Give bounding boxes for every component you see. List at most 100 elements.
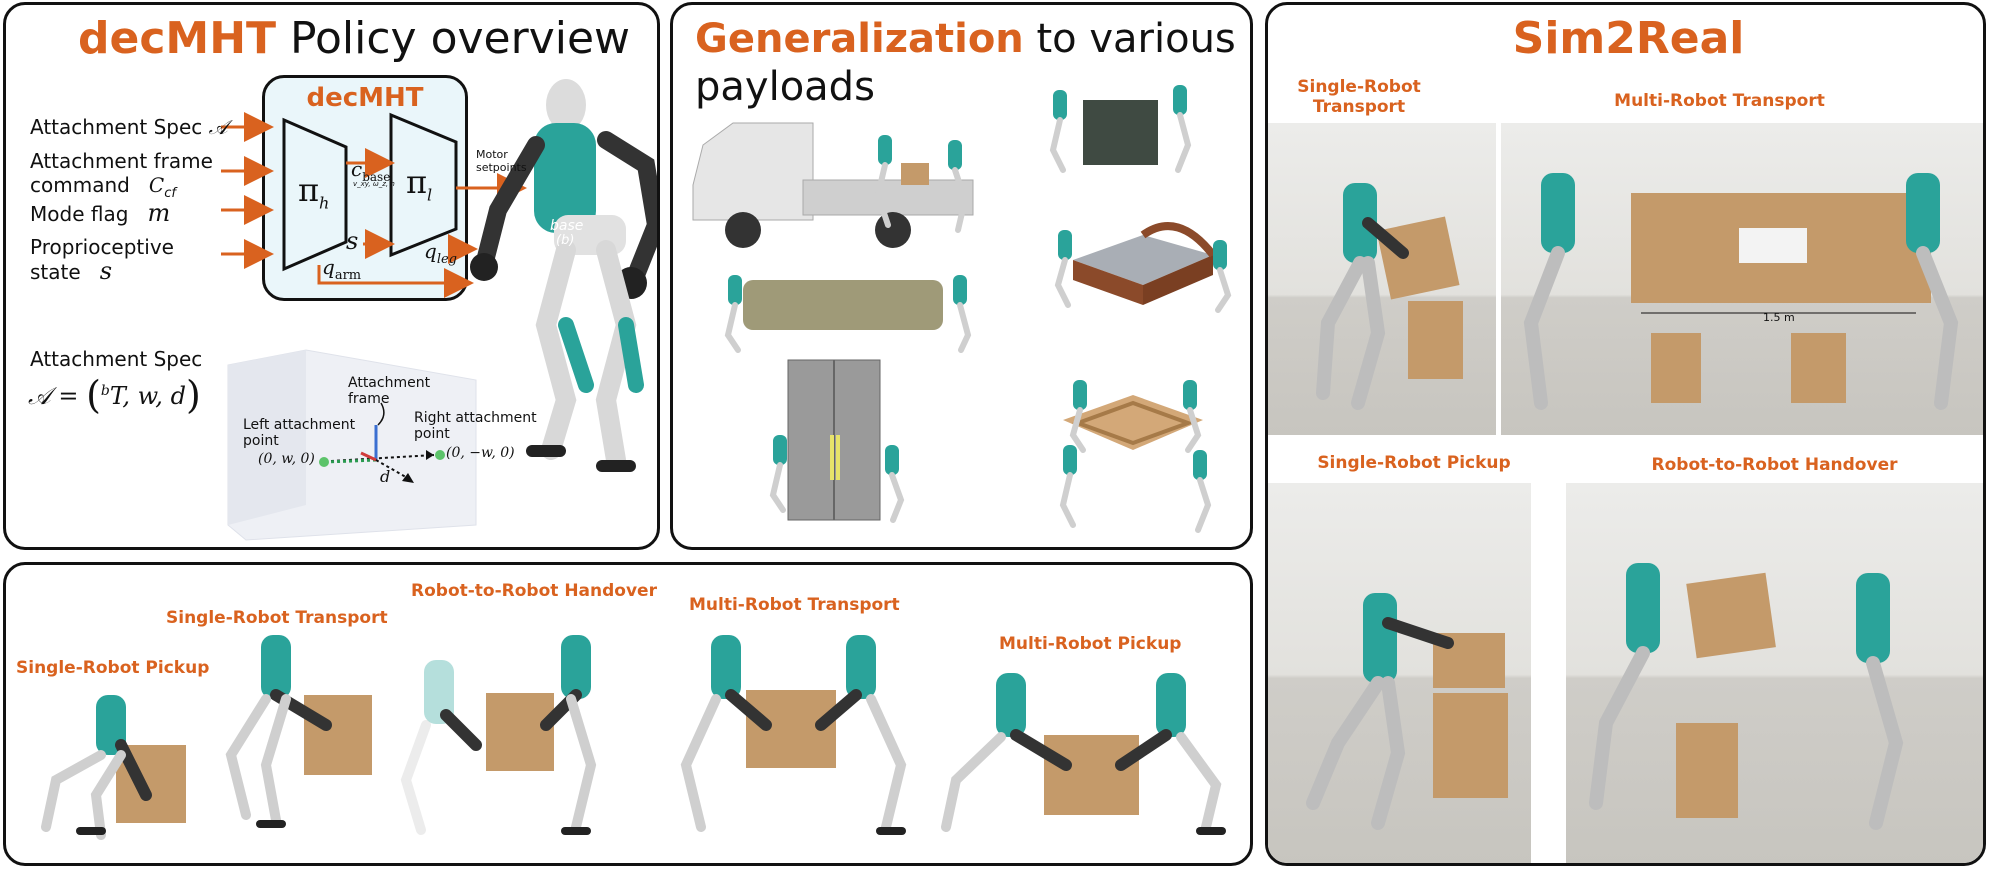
task-robot-feet bbox=[76, 820, 1226, 835]
task-boxes bbox=[116, 690, 1139, 823]
input-attachment-spec-sym: 𝒜 bbox=[208, 115, 228, 139]
spec-label: Attachment Spec bbox=[30, 347, 203, 371]
task-label-mrp: Multi-Robot Pickup bbox=[999, 634, 1182, 654]
decmht-box-title: decMHT bbox=[306, 83, 424, 113]
input-cf-sub: cf bbox=[164, 186, 176, 201]
spec-eq-inner: T, w, d bbox=[109, 382, 186, 410]
generalization-title-accent: Generalization bbox=[695, 16, 1024, 62]
attach-frame-label-2: frame bbox=[348, 391, 390, 407]
task-label-srt: Single-Robot Transport bbox=[166, 608, 388, 628]
policy-diagram-svg bbox=[221, 79, 657, 541]
pi-l-block bbox=[389, 112, 458, 258]
s2r-caption-rrh: Robot-to-Robot Handover bbox=[1651, 455, 1898, 475]
s2r-caption-srt-2: Transport bbox=[1312, 97, 1406, 117]
generalization-panel: Generalization to various payloads bbox=[670, 2, 1253, 550]
pi-l-label: πl bbox=[406, 163, 432, 204]
s-mid-label: s bbox=[346, 227, 359, 255]
c-base-symbol: c bbox=[351, 157, 363, 181]
task-robot-legs bbox=[41, 694, 1222, 840]
base-b-label: (b) bbox=[556, 233, 575, 248]
spec-eq-left: 𝒜 = bbox=[28, 382, 87, 410]
motor-label-1: Motor bbox=[476, 148, 508, 161]
motor-label-2: setpoints bbox=[476, 161, 527, 174]
qarm-path bbox=[317, 265, 474, 298]
task-label-mrt: Multi-Robot Transport bbox=[689, 595, 900, 615]
input-cf-sym: C bbox=[148, 173, 165, 197]
left-point-label-1: Left attachment bbox=[243, 417, 356, 433]
task-robot-torsos bbox=[96, 635, 1186, 755]
tasks-illustration bbox=[41, 635, 1226, 840]
truck-payload bbox=[692, 122, 974, 248]
payload-robots bbox=[728, 85, 1227, 480]
generalization-title-line2: payloads bbox=[695, 64, 875, 110]
bed-payload bbox=[1073, 222, 1217, 305]
spec-equation: 𝒜 = (bT, w, d) bbox=[28, 373, 201, 417]
cabinet-payload bbox=[1083, 100, 1158, 165]
right-point-label-1: Right attachment bbox=[414, 410, 537, 426]
q-arm-symbol: q bbox=[322, 255, 335, 279]
right-point-label-2: point bbox=[414, 426, 450, 442]
q-arm-sub: arm bbox=[334, 268, 362, 283]
policy-title-rest: Policy overview bbox=[276, 13, 631, 64]
photo-mrt-dim-label: 1.5 m bbox=[1763, 311, 1795, 324]
photo-robot-to-robot-handover bbox=[1566, 483, 1983, 863]
photo-rrh-svg bbox=[1589, 563, 1904, 830]
photo-srt-svg bbox=[1316, 183, 1463, 410]
input-proprio-sym: s bbox=[99, 257, 113, 285]
photo-srp-svg bbox=[1306, 593, 1508, 830]
sim2real-panel: Sim2Real Single-Robot Transport Multi-Ro… bbox=[1265, 2, 1986, 866]
pi-h-symbol: π bbox=[298, 171, 320, 209]
input-mode-flag-sym: m bbox=[147, 199, 171, 227]
input-proprio-1: Proprioceptive bbox=[30, 235, 174, 259]
photo-mrt-svg bbox=[1523, 173, 1959, 410]
q-arm-label: qarm bbox=[322, 255, 361, 283]
spec-eq-sup: b bbox=[100, 383, 110, 399]
input-mode-flag: Mode flag m bbox=[30, 201, 170, 226]
pallet-payload bbox=[1063, 395, 1203, 450]
input-attachment-frame-2-text: command bbox=[30, 173, 130, 197]
input-mode-flag-text: Mode flag bbox=[30, 202, 129, 226]
payloads-illustration bbox=[692, 85, 1232, 533]
photo-multi-robot-transport: 1.5 m bbox=[1501, 123, 1983, 435]
s2r-caption-srt-1: Single-Robot bbox=[1297, 77, 1421, 97]
policy-title: decMHT Policy overview bbox=[78, 15, 630, 63]
pi-l-symbol: π bbox=[406, 163, 428, 201]
input-attachment-spec: Attachment Spec 𝒜 bbox=[30, 115, 228, 139]
input-proprio-2: state s bbox=[30, 259, 112, 284]
policy-title-accent: decMHT bbox=[78, 13, 277, 64]
pi-h-block bbox=[282, 117, 348, 272]
pi-h-label: πh bbox=[298, 171, 329, 212]
base-label: base bbox=[550, 218, 584, 234]
pi-h-sub: h bbox=[319, 193, 330, 213]
pi-l-sub: l bbox=[427, 185, 433, 205]
s2r-caption-mrt: Multi-Robot Transport bbox=[1614, 91, 1825, 111]
input-attachment-spec-text: Attachment Spec bbox=[30, 115, 203, 139]
q-leg-label: qleg bbox=[424, 239, 457, 267]
input-proprio-2-text: state bbox=[30, 260, 81, 284]
right-coord-label: (0, −w, 0) bbox=[446, 445, 515, 461]
c-base-label: cbase bbox=[351, 157, 390, 184]
d-label: d bbox=[380, 467, 391, 486]
q-leg-symbol: q bbox=[424, 239, 437, 263]
c-base-small: v_xy, ω_z, h bbox=[353, 180, 395, 188]
c-base-sub: base bbox=[362, 170, 391, 184]
tasks-panel: Single-Robot Pickup Single-Robot Transpo… bbox=[3, 562, 1253, 866]
generalization-title-rest: to various bbox=[1023, 16, 1236, 62]
attachment-box-illustration bbox=[227, 349, 477, 541]
left-point-label-2: point bbox=[243, 433, 279, 449]
left-coord-label: (0, w, 0) bbox=[258, 451, 315, 467]
payload-robot-legs bbox=[724, 112, 1232, 533]
input-attachment-frame-2: command Ccf bbox=[30, 173, 176, 206]
task-label-srp: Single-Robot Pickup bbox=[16, 658, 210, 678]
policy-overview-panel: decMHT Policy overview decMHT bbox=[3, 2, 660, 550]
log-payload bbox=[743, 280, 943, 330]
task-label-rrh: Robot-to-Robot Handover bbox=[411, 581, 657, 601]
s2r-caption-srp: Single-Robot Pickup bbox=[1317, 453, 1511, 473]
attach-frame-label-1: Attachment bbox=[348, 375, 431, 391]
q-leg-sub: leg bbox=[436, 252, 457, 267]
photo-single-robot-pickup bbox=[1268, 483, 1531, 863]
sim2real-title: Sim2Real bbox=[1512, 13, 1745, 64]
photo-single-robot-transport bbox=[1268, 123, 1496, 435]
input-attachment-frame-1: Attachment frame bbox=[30, 149, 213, 173]
generalization-title-line1: Generalization to various bbox=[695, 15, 1236, 63]
